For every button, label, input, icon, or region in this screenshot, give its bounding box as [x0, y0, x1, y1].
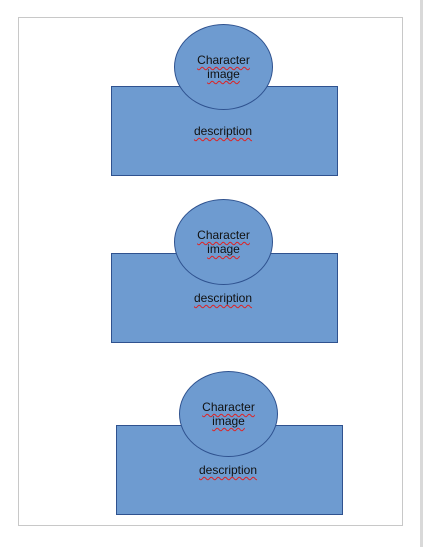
- character-image-circle-3[interactable]: Character image: [179, 371, 278, 457]
- circle-text-2: Character image: [197, 228, 250, 256]
- character-image-circle-2[interactable]: Character image: [174, 199, 273, 285]
- circle-text-line-2: image: [207, 67, 240, 81]
- circle-text-line-1: Character: [202, 400, 255, 414]
- circle-text-1: Character image: [197, 53, 250, 81]
- character-image-circle-1[interactable]: Character image: [174, 24, 273, 110]
- description-text-3: description: [199, 463, 258, 477]
- description-text-2: description: [194, 291, 253, 305]
- circle-text-3: Character image: [202, 400, 255, 428]
- circle-text-line-1: Character: [197, 228, 250, 242]
- window-edge: [420, 0, 423, 547]
- description-text-1: description: [194, 124, 253, 138]
- circle-text-line-2: image: [207, 242, 240, 256]
- circle-text-line-1: Character: [197, 53, 250, 67]
- circle-text-line-2: image: [212, 414, 245, 428]
